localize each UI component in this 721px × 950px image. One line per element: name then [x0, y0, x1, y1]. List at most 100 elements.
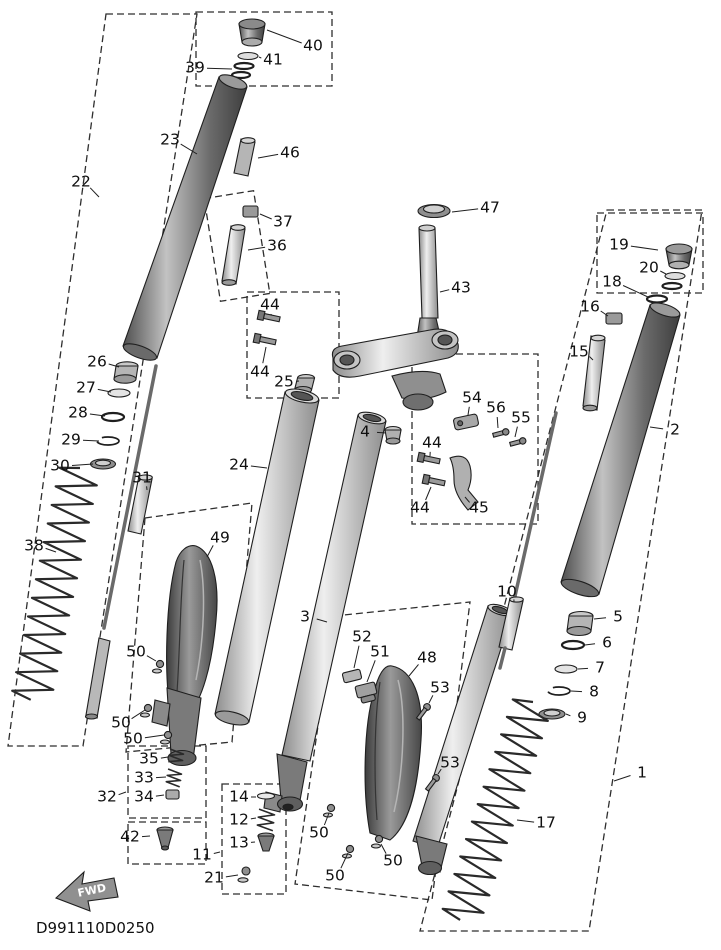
part-oring-18 — [645, 294, 669, 304]
group-box-19-20 — [596, 212, 704, 294]
callout-54: 54 — [462, 389, 482, 407]
callout-50: 50 — [111, 714, 131, 732]
part-bearing-47 — [417, 203, 451, 219]
part-damper-rod-10 — [498, 411, 558, 670]
callout-19: 19 — [609, 236, 629, 254]
leader-line-21 — [225, 874, 239, 878]
part-bracket-45 — [449, 455, 479, 511]
leader-line-5 — [593, 617, 607, 620]
callout-5: 5 — [613, 608, 623, 626]
part-fork-tube-2 — [560, 302, 681, 598]
leader-line-19 — [630, 245, 659, 251]
part-bolt-50-left-a — [151, 659, 165, 674]
part-bolt-50-left-c — [159, 730, 173, 745]
part-washer-7 — [554, 664, 578, 674]
part-inner-tube-3 — [281, 411, 387, 762]
part-spring-17 — [441, 698, 549, 921]
part-oring-6 — [560, 639, 586, 651]
leader-line-9 — [565, 713, 571, 717]
callout-41: 41 — [263, 51, 283, 69]
leader-line-53 — [437, 768, 442, 775]
callout-25: 25 — [274, 373, 294, 391]
part-spring-35 — [168, 748, 185, 763]
leader-line-4 — [376, 431, 387, 434]
leader-line-27 — [97, 388, 112, 393]
fwd-arrow-icon: FWD — [54, 870, 119, 912]
leader-line-54 — [467, 406, 470, 416]
callout-20: 20 — [639, 259, 659, 277]
leader-line-53 — [428, 695, 434, 704]
callout-4: 4 — [360, 423, 370, 441]
callout-50: 50 — [123, 730, 143, 748]
leader-line-50 — [131, 709, 146, 720]
callout-28: 28 — [68, 404, 88, 422]
callout-36: 36 — [267, 237, 287, 255]
leader-line-48 — [408, 664, 419, 677]
callout-50: 50 — [325, 867, 345, 885]
part-nut-16 — [605, 312, 623, 325]
callout-27: 27 — [76, 379, 96, 397]
callout-1: 1 — [637, 764, 647, 782]
part-spring-38 — [11, 466, 98, 701]
group-box-guard-49 — [125, 502, 253, 753]
callout-22: 22 — [71, 173, 91, 191]
part-orings-39 — [230, 61, 255, 80]
group-box-cap-40 — [195, 11, 333, 87]
callout-51: 51 — [370, 643, 390, 661]
callout-29: 29 — [61, 431, 81, 449]
parts-artwork — [11, 18, 693, 921]
part-washer-27 — [107, 388, 131, 398]
callout-48: 48 — [417, 649, 437, 667]
callout-44: 44 — [250, 363, 270, 381]
part-cone-13 — [257, 832, 275, 852]
part-snap-ring-29 — [96, 436, 120, 446]
part-bolt-44-d — [421, 473, 446, 487]
leader-line-26 — [108, 363, 120, 368]
part-screw-56 — [491, 428, 510, 438]
part-damper-rod-31 — [84, 364, 158, 720]
callout-56: 56 — [486, 399, 506, 417]
part-bolt-50-mid-b — [341, 844, 355, 859]
leader-line-47 — [451, 208, 479, 213]
callout-15: 15 — [569, 343, 589, 361]
callout-45: 45 — [469, 499, 489, 517]
part-bolt-50-left-b — [139, 703, 153, 718]
leader-line-49 — [206, 545, 214, 558]
callout-53: 53 — [440, 754, 460, 772]
leader-line-30 — [71, 463, 94, 466]
part-spacer-26 — [113, 361, 139, 384]
group-box-guard-48 — [294, 601, 471, 901]
callout-14: 14 — [229, 788, 249, 806]
callout-16: 16 — [580, 298, 600, 316]
callout-50: 50 — [126, 643, 146, 661]
group-box-42 — [127, 821, 207, 865]
callout-46: 46 — [280, 144, 300, 162]
callout-33: 33 — [134, 769, 154, 787]
callout-9: 9 — [577, 709, 587, 727]
leader-line-24 — [250, 465, 268, 469]
part-spring-33 — [165, 768, 183, 788]
part-screw-55 — [508, 437, 527, 447]
part-cap-bolt-40 — [238, 18, 266, 47]
leader-line-37 — [259, 213, 272, 220]
callout-50: 50 — [309, 824, 329, 842]
leader-line-44 — [425, 486, 432, 501]
callout-50: 50 — [383, 852, 403, 870]
callout-39: 39 — [185, 59, 205, 77]
leader-line-50 — [144, 734, 165, 739]
part-tube-36 — [221, 224, 246, 286]
part-fork-tube-23 — [122, 74, 248, 361]
leader-line-34 — [155, 794, 165, 797]
leader-line-33 — [155, 776, 167, 779]
callout-37: 37 — [273, 213, 293, 231]
leader-line-3 — [316, 618, 328, 623]
part-seal-9 — [538, 708, 566, 720]
part-snap-ring-8 — [547, 686, 571, 696]
callout-12: 12 — [229, 811, 249, 829]
callout-7: 7 — [595, 659, 605, 677]
part-screw-53-a — [415, 703, 431, 721]
callout-26: 26 — [87, 353, 107, 371]
leader-line-46 — [257, 153, 279, 159]
